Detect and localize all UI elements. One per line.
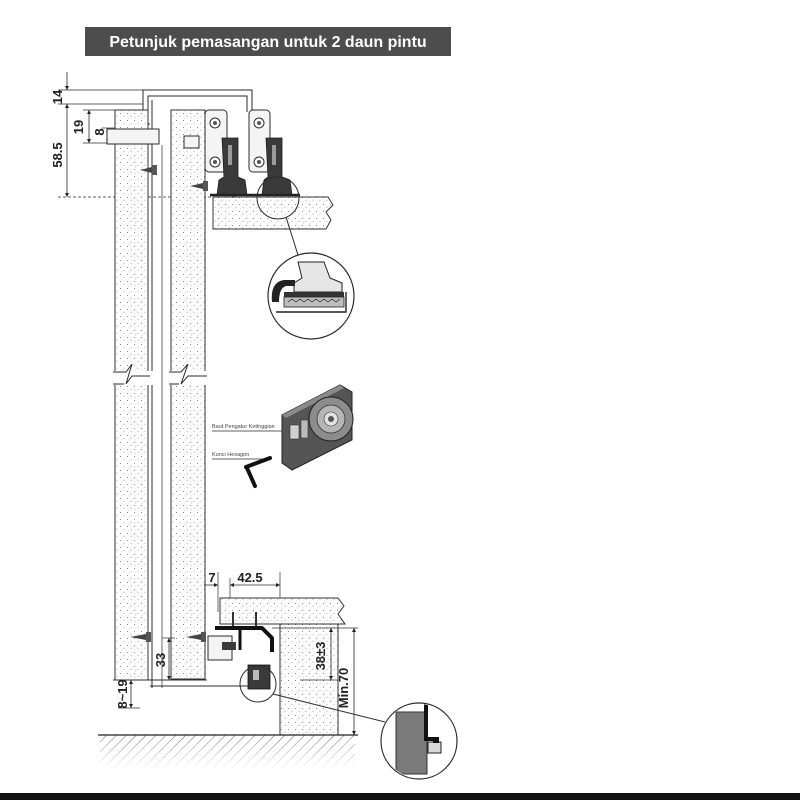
floor-guide-profile	[207, 612, 274, 661]
door-panels	[112, 100, 210, 688]
dim-label-38: 38±3	[313, 642, 328, 671]
dim-label-14: 14	[50, 89, 65, 104]
break-mark-right	[169, 363, 207, 385]
callout-hex-key: Kunci Hexagon	[212, 452, 249, 458]
dim-label-33: 33	[153, 653, 168, 667]
callout-height-adjust-bolt: Baut Pengatur Ketinggian	[212, 424, 275, 430]
bottom-vertical-dimensions: 33 8~19 38±3 Min.70	[115, 627, 358, 735]
ceiling-block	[212, 196, 334, 230]
track-inner-profile	[147, 95, 248, 112]
dim-label-8-19: 8~19	[115, 679, 130, 708]
door-panel-left-upper	[114, 109, 149, 373]
top-hardware	[106, 109, 334, 230]
zoom-leader-line	[272, 693, 386, 723]
top-track	[142, 89, 253, 112]
screw-icon	[130, 632, 151, 642]
roller-illustration: Baut Pengatur Ketinggian Kunci Hexagon	[212, 384, 354, 488]
dim-label-8: 8	[92, 128, 107, 135]
bottom-detail-zoom	[239, 665, 458, 780]
screw-icon	[140, 165, 157, 175]
door-panel-right-upper	[170, 109, 206, 373]
top-detail-zoom	[256, 176, 355, 340]
bottom-guide-block	[247, 664, 271, 690]
roller-bracket-icon	[281, 384, 354, 471]
title-text: Petunjuk pemasangan untuk 2 daun pintu	[109, 34, 426, 51]
zoom-leader-line	[285, 216, 299, 256]
dim-label-58-5: 58.5	[50, 142, 65, 167]
floor	[98, 734, 358, 768]
screw-icon	[190, 181, 208, 191]
dim-label-42-5: 42.5	[237, 570, 262, 585]
screw-icon	[186, 632, 206, 642]
dim-label-19: 19	[71, 120, 86, 134]
hex-key-icon	[244, 456, 272, 488]
title-banner-background	[85, 27, 451, 56]
track-profile-detail	[271, 261, 347, 313]
bottom-border-bar	[0, 793, 800, 800]
door-panel-left-lower	[114, 383, 149, 681]
break-mark-left	[113, 363, 150, 385]
roller-carriage-right	[248, 109, 293, 196]
zoom-marker-circle	[239, 665, 277, 703]
floor-fade	[100, 735, 355, 768]
upper-block	[219, 597, 346, 625]
hanger-bracket-slot	[183, 135, 200, 149]
guide-profile-detail	[395, 704, 442, 775]
break-gap-left	[112, 371, 154, 385]
side-column	[279, 623, 339, 736]
dim-label-min70: Min.70	[336, 668, 351, 708]
zoom-marker-circle	[256, 176, 300, 220]
track-outer-profile	[142, 89, 253, 112]
break-gap-right	[168, 371, 210, 385]
title-banner: Petunjuk pemasangan untuk 2 daun pintu	[85, 27, 451, 56]
door-panel-right-lower	[170, 383, 206, 680]
top-guide-bracket	[106, 128, 160, 145]
roller-carriage-left	[204, 109, 248, 219]
dim-label-7: 7	[208, 570, 215, 585]
